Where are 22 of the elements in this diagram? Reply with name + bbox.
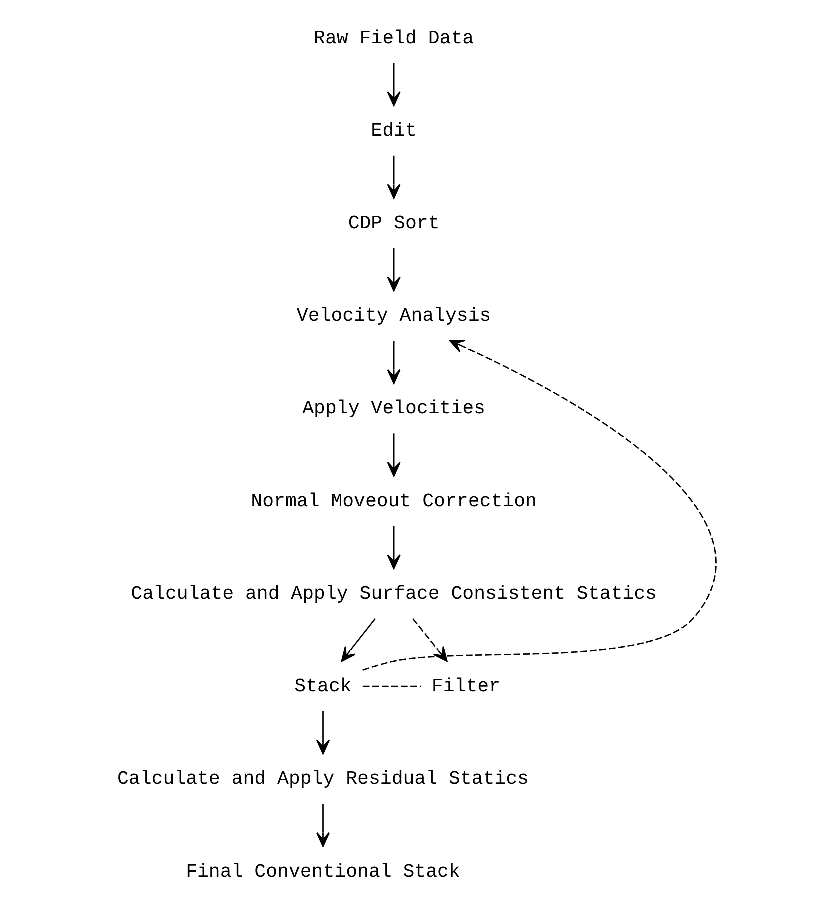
node-text: CDP Sort	[348, 212, 440, 235]
arrow	[386, 156, 400, 200]
arrow	[386, 248, 400, 292]
arrow	[340, 618, 376, 662]
arrow	[386, 63, 400, 106]
arrow	[386, 434, 400, 477]
node-text: Velocity Analysis	[296, 305, 491, 328]
arrow	[386, 526, 400, 570]
node-text: Raw Field Data	[314, 27, 474, 50]
arrow	[386, 341, 400, 384]
node-text: Apply Velocities	[302, 398, 486, 420]
connector	[362, 686, 421, 688]
node-text: Calculate and Apply Surface Consistent Statics	[130, 582, 656, 605]
node-text: Final Conventional Stack	[186, 860, 460, 883]
arrow	[362, 340, 716, 671]
node-text: Calculate and Apply Residual Statics	[117, 768, 528, 790]
node-text: Edit	[370, 120, 416, 142]
arrow	[316, 804, 330, 848]
node-text: Normal Moveout Correction	[250, 490, 536, 512]
node-text: Stack	[294, 676, 352, 698]
arrow	[316, 711, 330, 755]
node-text: Filter	[431, 676, 500, 698]
